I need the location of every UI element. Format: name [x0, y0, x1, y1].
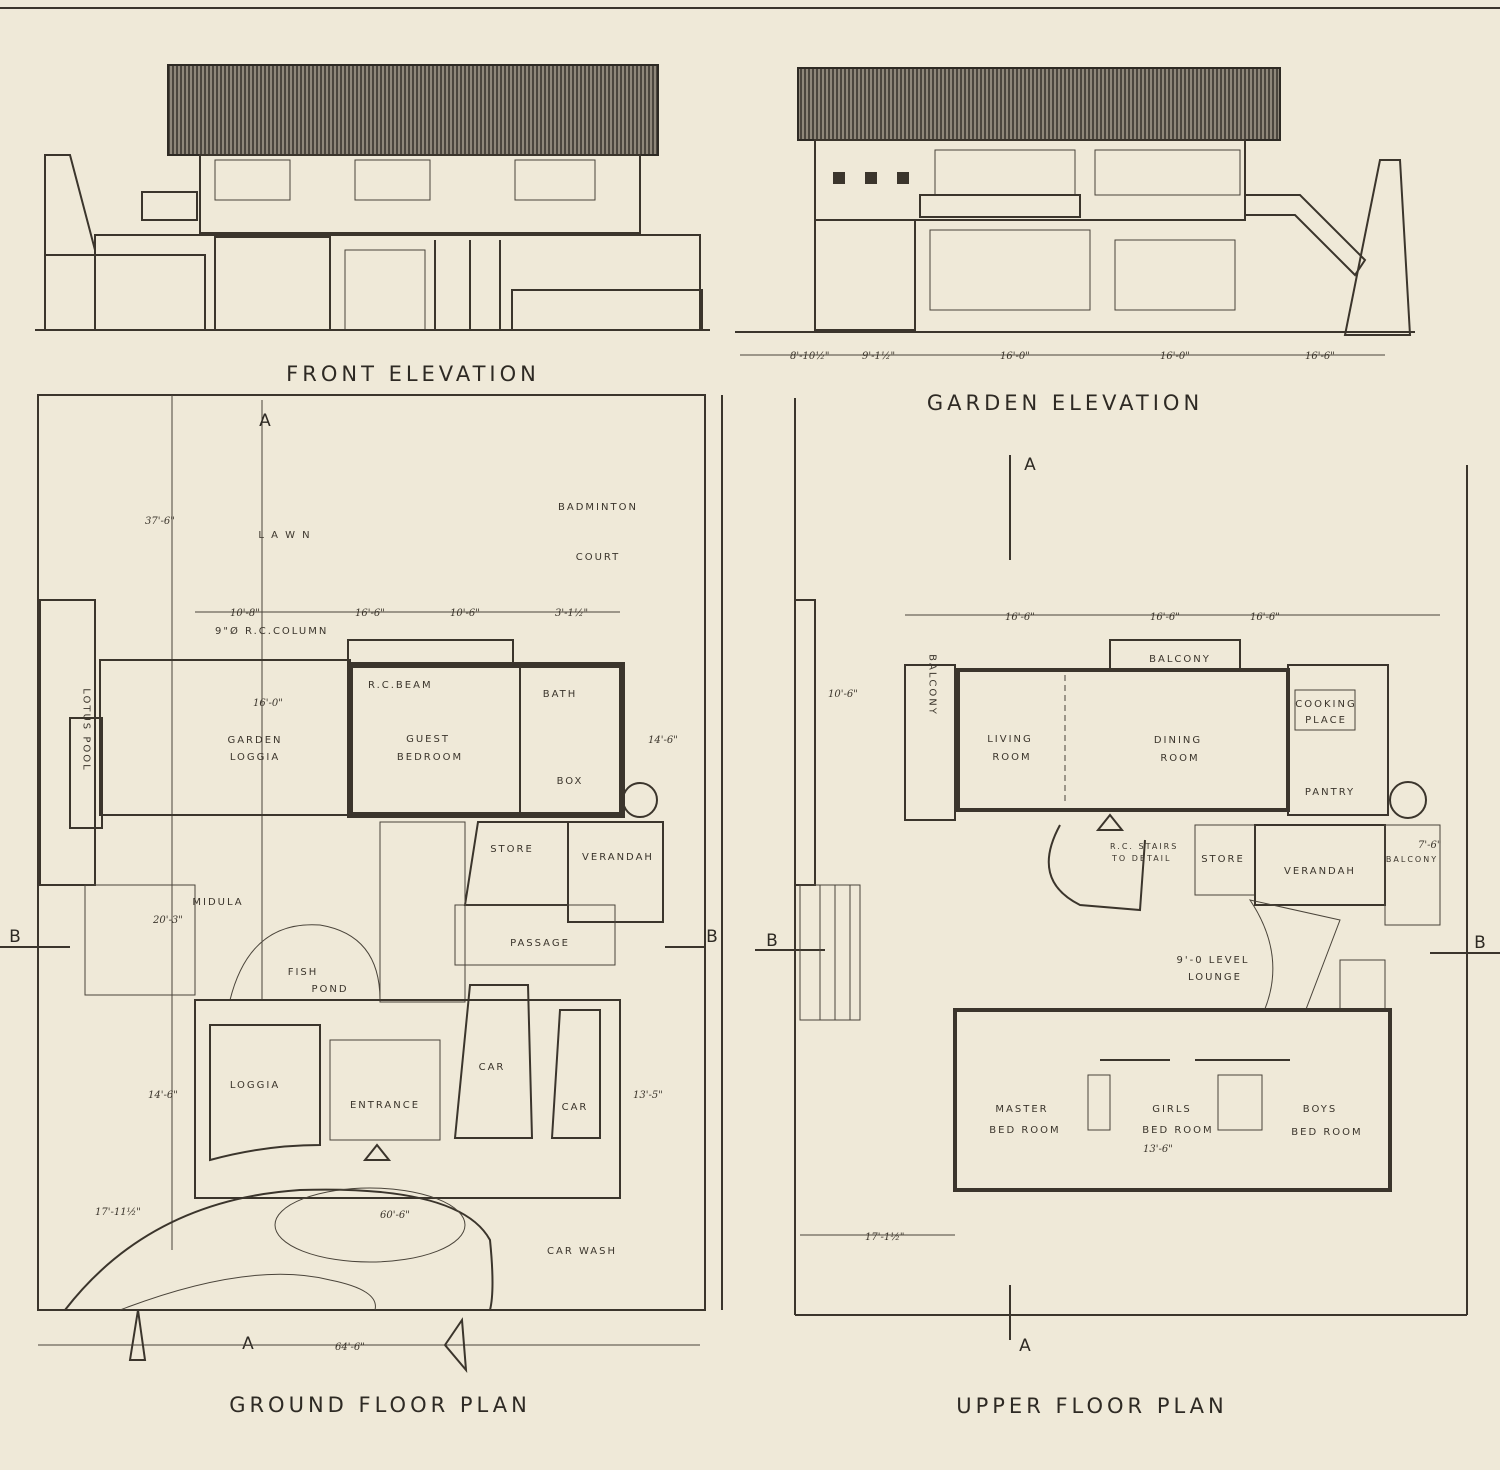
front-elevation-title: FRONT ELEVATION [286, 362, 540, 386]
dimension-label: 10'-6" [828, 689, 858, 700]
room-label-garden-loggia: LOGGIA [230, 752, 280, 763]
room-label-car: CAR [562, 1102, 589, 1113]
garden-elevation-title: GARDEN ELEVATION [927, 391, 1203, 415]
dimension-label: 16'-6" [1250, 612, 1280, 623]
dimension-label: 37'-6" [145, 516, 175, 527]
upper-floor-plan: A A B B 16'-6" 16'-6" 16'-6" 10'-6" BALC… [755, 398, 1500, 1418]
room-label-balcony: BALCONY [927, 654, 938, 716]
dimension-label: 14'-6" [648, 735, 678, 746]
room-label-lotus-pool: LOTUS POOL [81, 688, 92, 771]
garden-elevation: 8'-10½" 9'-1½" 16'-0" 16'-0" 16'-6" GARD… [735, 67, 1415, 415]
dimension-label: 9'-1½" [862, 351, 895, 362]
north-arrow-icon [128, 1309, 147, 1361]
dimension-label: 3'-1½" [555, 608, 588, 619]
room-label-cooking-place: COOKING [1295, 699, 1356, 710]
room-label-boys-bedroom: BED ROOM [1291, 1127, 1362, 1138]
room-label-passage: PASSAGE [510, 938, 570, 949]
room-label-fish-pond: POND [311, 984, 348, 995]
room-label-pantry: PANTRY [1305, 787, 1355, 798]
room-label-lawn: L A W N [258, 530, 311, 541]
section-mark-b: B [1474, 933, 1486, 953]
dimension-label: 16'-6" [355, 608, 385, 619]
room-label-entrance: ENTRANCE [350, 1100, 420, 1111]
label-rc-stairs: R.C. STAIRS [1110, 842, 1178, 851]
room-label-lounge: 9'-0 LEVEL [1177, 955, 1250, 966]
room-label-fish-pond: FISH [288, 967, 319, 978]
room-label-store: STORE [490, 844, 534, 855]
north-arrow-icon [443, 1317, 468, 1374]
room-label-store: STORE [1201, 854, 1245, 865]
dimension-label: 16'-6" [1305, 351, 1335, 362]
room-label-balcony: BALCONY [1386, 855, 1438, 864]
ground-floor-plan: A A B B L A W N BADMINTON COURT 37'-6" 1… [0, 394, 723, 1417]
room-label-verandah: VERANDAH [582, 852, 654, 863]
label-rc-stairs: TO DETAIL [1111, 854, 1172, 863]
dimension-label: 16'-0" [1000, 351, 1030, 362]
section-mark-b: B [9, 927, 21, 947]
dimension-label: 60'-6" [380, 1210, 410, 1221]
room-label-boys-bedroom: BOYS [1303, 1104, 1337, 1115]
section-mark-b: B [706, 927, 718, 947]
dimension-label: 17'-1½" [865, 1232, 905, 1243]
room-label-dining-room: DINING [1154, 735, 1202, 746]
label-court: COURT [576, 552, 621, 563]
section-mark-a: A [1019, 1336, 1031, 1356]
label-car-wash: CAR WASH [547, 1246, 617, 1257]
front-elevation: FRONT ELEVATION [35, 64, 710, 386]
dimension-label: 10'-8" [230, 608, 260, 619]
room-label-guest-bedroom: GUEST [406, 734, 450, 745]
label-rc-column: 9"Ø R.C.COLUMN [215, 625, 328, 637]
dimension-label: 13'-6" [1143, 1144, 1173, 1155]
section-mark-a: A [242, 1334, 254, 1354]
room-label-master-bedroom: BED ROOM [989, 1125, 1060, 1136]
section-mark-b: B [766, 931, 778, 951]
dimension-label: 16'-0" [1160, 351, 1190, 362]
ground-floor-plan-title: GROUND FLOOR PLAN [229, 1393, 531, 1417]
room-label-verandah: VERANDAH [1284, 866, 1356, 877]
room-label-balcony: BALCONY [1149, 654, 1211, 665]
dimension-label: 16'-0" [253, 698, 283, 709]
dimension-label: 10'-6" [450, 608, 480, 619]
dimension-label: 16'-6" [1150, 612, 1180, 623]
upper-floor-plan-title: UPPER FLOOR PLAN [956, 1394, 1228, 1418]
room-label-lounge: LOUNGE [1188, 972, 1242, 983]
dimension-label: 20'-3" [152, 915, 183, 926]
dimension-label: 13'-5" [633, 1090, 663, 1101]
dimension-label: 17'-11½" [95, 1207, 141, 1218]
room-label-midula: MIDULA [192, 897, 243, 908]
room-label-guest-bedroom: BEDROOM [397, 752, 463, 763]
room-label-girls-bedroom: GIRLS [1152, 1104, 1192, 1115]
room-label-cooking-place: PLACE [1305, 715, 1347, 726]
room-label-living-room: ROOM [992, 752, 1031, 763]
section-mark-a: A [259, 411, 271, 431]
room-label-loggia: LOGGIA [230, 1080, 280, 1091]
room-label-car: CAR [479, 1062, 506, 1073]
dimension-label: 64'-6" [335, 1342, 365, 1353]
dimension-label: 14'-6" [148, 1090, 178, 1101]
dimension-label: 7'-6" [1418, 840, 1441, 851]
dimension-label: 16'-6" [1005, 612, 1035, 623]
room-label-bath: BATH [543, 689, 578, 700]
label-rc-beam: R.C.BEAM [368, 680, 433, 691]
room-label-garden-loggia: GARDEN [227, 735, 282, 746]
room-label-girls-bedroom: BED ROOM [1142, 1125, 1213, 1136]
label-badminton: BADMINTON [558, 502, 638, 513]
room-label-dining-room: ROOM [1160, 753, 1199, 764]
section-mark-a: A [1024, 455, 1036, 475]
room-label-living-room: LIVING [987, 734, 1033, 745]
room-label-master-bedroom: MASTER [995, 1104, 1048, 1115]
room-label-box: BOX [557, 776, 584, 787]
dimension-label: 8'-10½" [790, 351, 830, 362]
